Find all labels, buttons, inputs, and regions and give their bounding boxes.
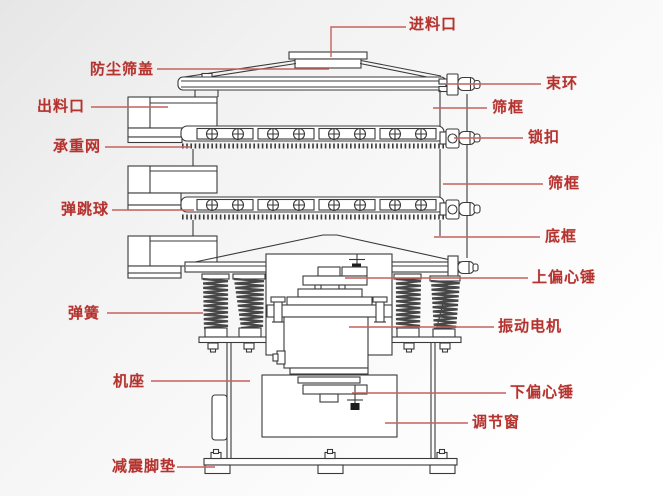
label-bouncing-ball: 弹跳球 — [61, 201, 110, 218]
upper-eccentric-hammer — [286, 254, 373, 306]
foot-pad-left — [204, 464, 231, 475]
sieve-deck-2 — [180, 196, 446, 220]
discharge-outlet-2 — [127, 165, 218, 211]
spring-plate-bolts — [207, 342, 451, 353]
deck-1-bolts — [205, 127, 428, 141]
spring-right-outer — [430, 279, 460, 331]
label-vibration-motor: 振动电机 — [498, 318, 563, 335]
leader-lines — [91, 26, 543, 468]
deck-2-bolts — [205, 198, 428, 212]
base-plate-and-feet — [203, 448, 458, 475]
adjustment-window-panel — [261, 374, 398, 438]
label-sieve-frame-lower: 筛框 — [548, 175, 581, 192]
label-dust-cover: 防尘筛盖 — [90, 61, 155, 78]
vibration-motor-assembly — [265, 253, 393, 375]
lower-eccentric-hammer — [297, 376, 368, 410]
label-adjustment-window: 调节窗 — [472, 414, 521, 431]
suspension-springs — [198, 273, 462, 353]
label-machine-base: 机座 — [113, 373, 146, 390]
label-load-bearing-mesh: 承重网 — [53, 138, 102, 155]
feed-inlet-port — [288, 51, 368, 69]
label-bottom-frame: 底框 — [545, 228, 578, 245]
lid-rim-band — [177, 76, 447, 91]
spring-right-inner — [395, 277, 422, 330]
foot-pad-center — [317, 464, 344, 475]
table-end-bolt-hardware — [447, 255, 479, 280]
label-sieve-frame-upper: 筛框 — [492, 99, 525, 116]
discharge-outlet-1 — [127, 96, 218, 144]
foot-pad-right — [429, 464, 456, 475]
motor-body — [283, 316, 369, 369]
spring-left-inner — [233, 277, 265, 330]
label-lock-buckle: 锁扣 — [528, 129, 561, 146]
base-bolts — [210, 448, 448, 460]
lock-buckle-2 — [439, 199, 481, 220]
motor-flange-bar — [266, 304, 393, 318]
leg-side-plate — [211, 394, 228, 441]
label-upper-eccentric-hammer: 上偏心锤 — [532, 269, 597, 286]
label-lower-eccentric-hammer: 下偏心锤 — [510, 384, 575, 401]
label-spring: 弹簧 — [68, 305, 101, 322]
label-shock-foot-pad: 减震脚垫 — [112, 458, 177, 475]
sieve-deck-1 — [180, 125, 446, 149]
leader-feed-inlet — [330, 26, 406, 57]
label-discharge-outlet: 出料口 — [37, 98, 86, 115]
spring-left-outer — [202, 277, 229, 330]
label-feed-inlet: 进料口 — [409, 16, 458, 33]
label-clamp-ring: 束环 — [546, 75, 579, 92]
motor-flange-bolts — [270, 296, 388, 323]
